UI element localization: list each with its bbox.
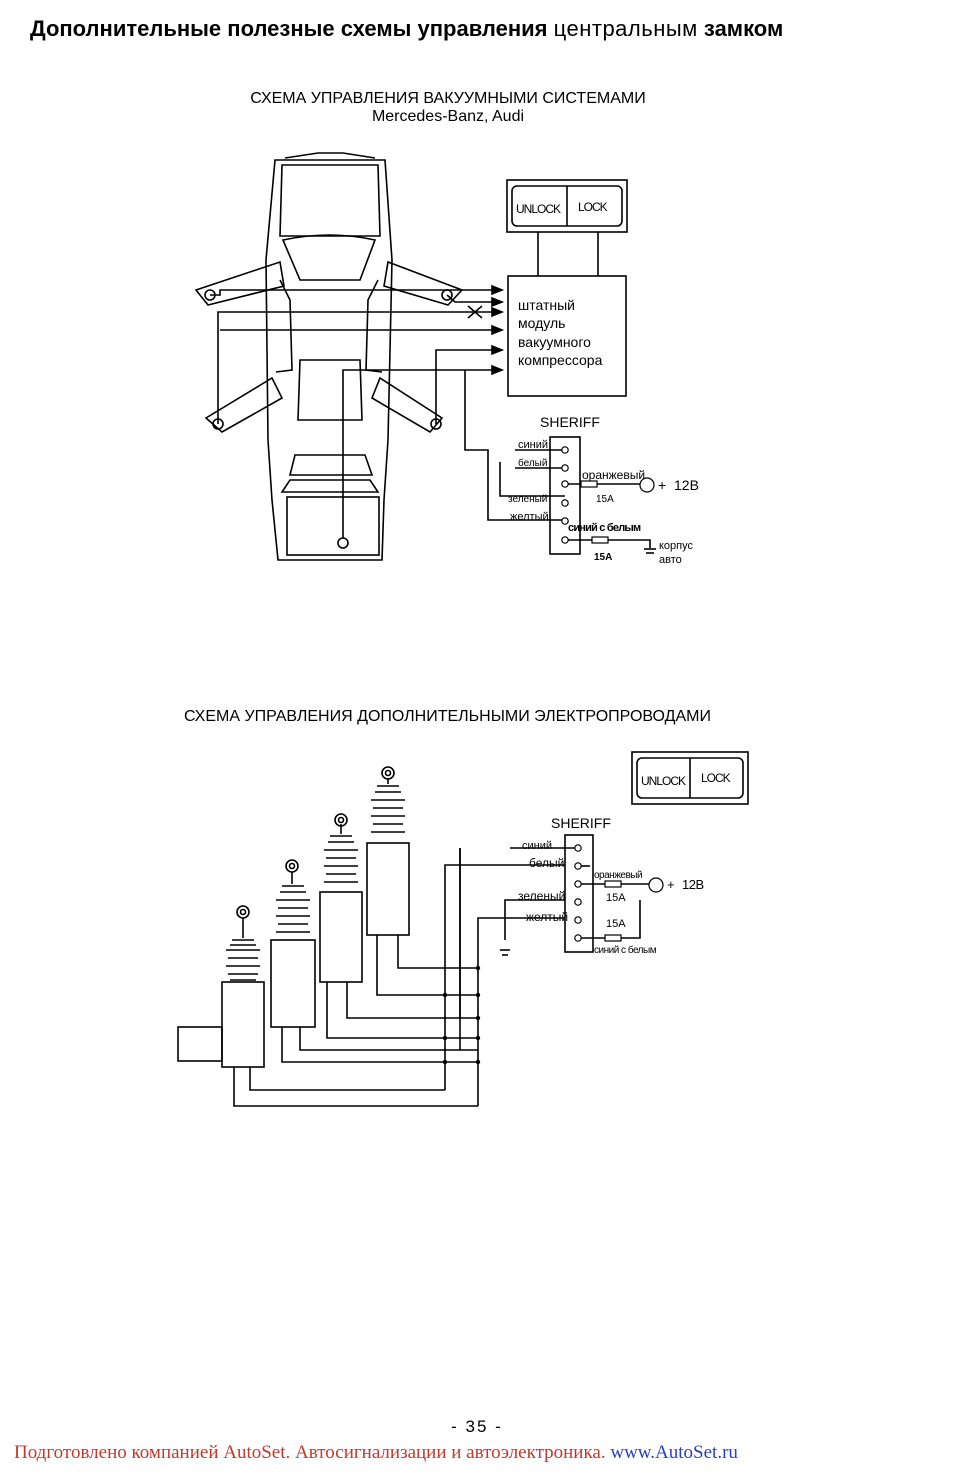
fuse2-label: 15A: [594, 552, 612, 563]
vacuum-line-5: [435, 349, 500, 424]
diagram2-caption: СХЕМА УПРАВЛЕНИЯ ДОПОЛНИТЕЛЬНЫМИ ЭЛЕКТРО…: [184, 708, 711, 725]
vacuum-line-1: [210, 289, 500, 296]
wire2-green: зеленый: [518, 889, 565, 903]
vacuum-cross: [467, 305, 483, 319]
switch2-frame: [631, 751, 749, 805]
module-line-2: модуль: [518, 315, 565, 331]
page-title: Дополнительные полезные схемы управления…: [30, 16, 783, 42]
actuator-2-body: [270, 939, 316, 1028]
wire2-blue: синий: [522, 840, 552, 852]
switch1-frame: [506, 179, 628, 233]
door-rear-right: [371, 376, 444, 434]
actuator-4-body: [366, 842, 410, 936]
ground-line-2: авто: [659, 554, 682, 566]
wire1-yellow: желтый: [510, 511, 549, 523]
car-rear-window: [288, 454, 374, 476]
wire2-blue-white: синий с белым: [594, 944, 657, 956]
switch1-unlock[interactable]: UNLOCK: [516, 202, 562, 216]
vacuum-module: [507, 275, 627, 397]
vacuum-line-2: [446, 294, 500, 303]
actuator-3-body: [319, 891, 363, 983]
fuse3-label: 15A: [606, 892, 626, 904]
wire1-blue-white: синий с белым: [568, 522, 641, 534]
car-trunk: [286, 496, 380, 556]
ground-line-1: корпус: [659, 540, 694, 552]
vacuum-line-6: [342, 369, 500, 538]
plus-sign: +: [658, 477, 666, 493]
footer: Подготовлено компанией AutoSet. Автосигн…: [14, 1442, 738, 1464]
switch2-lock[interactable]: LOCK: [701, 771, 732, 785]
module-line-3: вакуумного: [518, 334, 591, 350]
car-front-hood: [279, 164, 381, 237]
wire2-orange: оранжевый: [594, 870, 642, 881]
switch2-unlock[interactable]: UNLOCK: [641, 774, 687, 788]
diagram1-caption-line2: Mercedes-Banz, Audi: [371, 108, 525, 125]
footer-text: Подготовлено компанией AutoSet. Автосигн…: [14, 1442, 606, 1463]
sheriff2-terminal-block: [564, 834, 594, 953]
title-bold-part: Дополнительные полезные схемы управления: [30, 16, 548, 41]
wire2-white: белый: [529, 856, 564, 870]
switch1-lock[interactable]: LOCK: [578, 200, 609, 214]
voltage-label: 12В: [674, 477, 699, 493]
door-front-left: [194, 260, 285, 306]
module-line-1: штатный: [518, 297, 575, 313]
module-line-4: компрессора: [518, 352, 603, 368]
wire1-orange: оранжевый: [582, 468, 645, 482]
wire1-blue: синий: [518, 439, 548, 451]
sheriff1-label: SHERIFF: [540, 414, 600, 430]
car-roof-top: [284, 152, 376, 159]
car-tunnel: [297, 359, 363, 421]
wire2-yellow: желтый: [526, 910, 568, 924]
footer-link[interactable]: www.AutoSet.ru: [610, 1442, 738, 1463]
sheriff2-label: SHERIFF: [551, 815, 611, 831]
title-bold-part-2: замком: [703, 16, 784, 41]
page-number: - 35 -: [451, 1417, 503, 1436]
wire1-green: зеленый: [508, 494, 547, 505]
door-rear-left: [204, 376, 284, 433]
diagram1-caption: СХЕМА УПРАВЛЕНИЯ ВАКУУМНЫМИ СИСТЕМАМИ Me…: [222, 90, 674, 126]
vacuum-line-4: [217, 311, 500, 424]
wire1-white: белый: [518, 457, 547, 469]
fuse1-label: 15A: [596, 494, 614, 505]
actuator-1-body: [221, 981, 265, 1068]
diagram1-caption-line1: СХЕМА УПРАВЛЕНИЯ ВАКУУМНЫМИ СИСТЕМАМИ: [250, 90, 646, 107]
title-regular-part: центральным: [553, 16, 698, 41]
fuse4-label: 15A: [606, 918, 626, 930]
plus-sign-2: +: [667, 877, 675, 892]
voltage-label-2: 12В: [682, 877, 704, 892]
